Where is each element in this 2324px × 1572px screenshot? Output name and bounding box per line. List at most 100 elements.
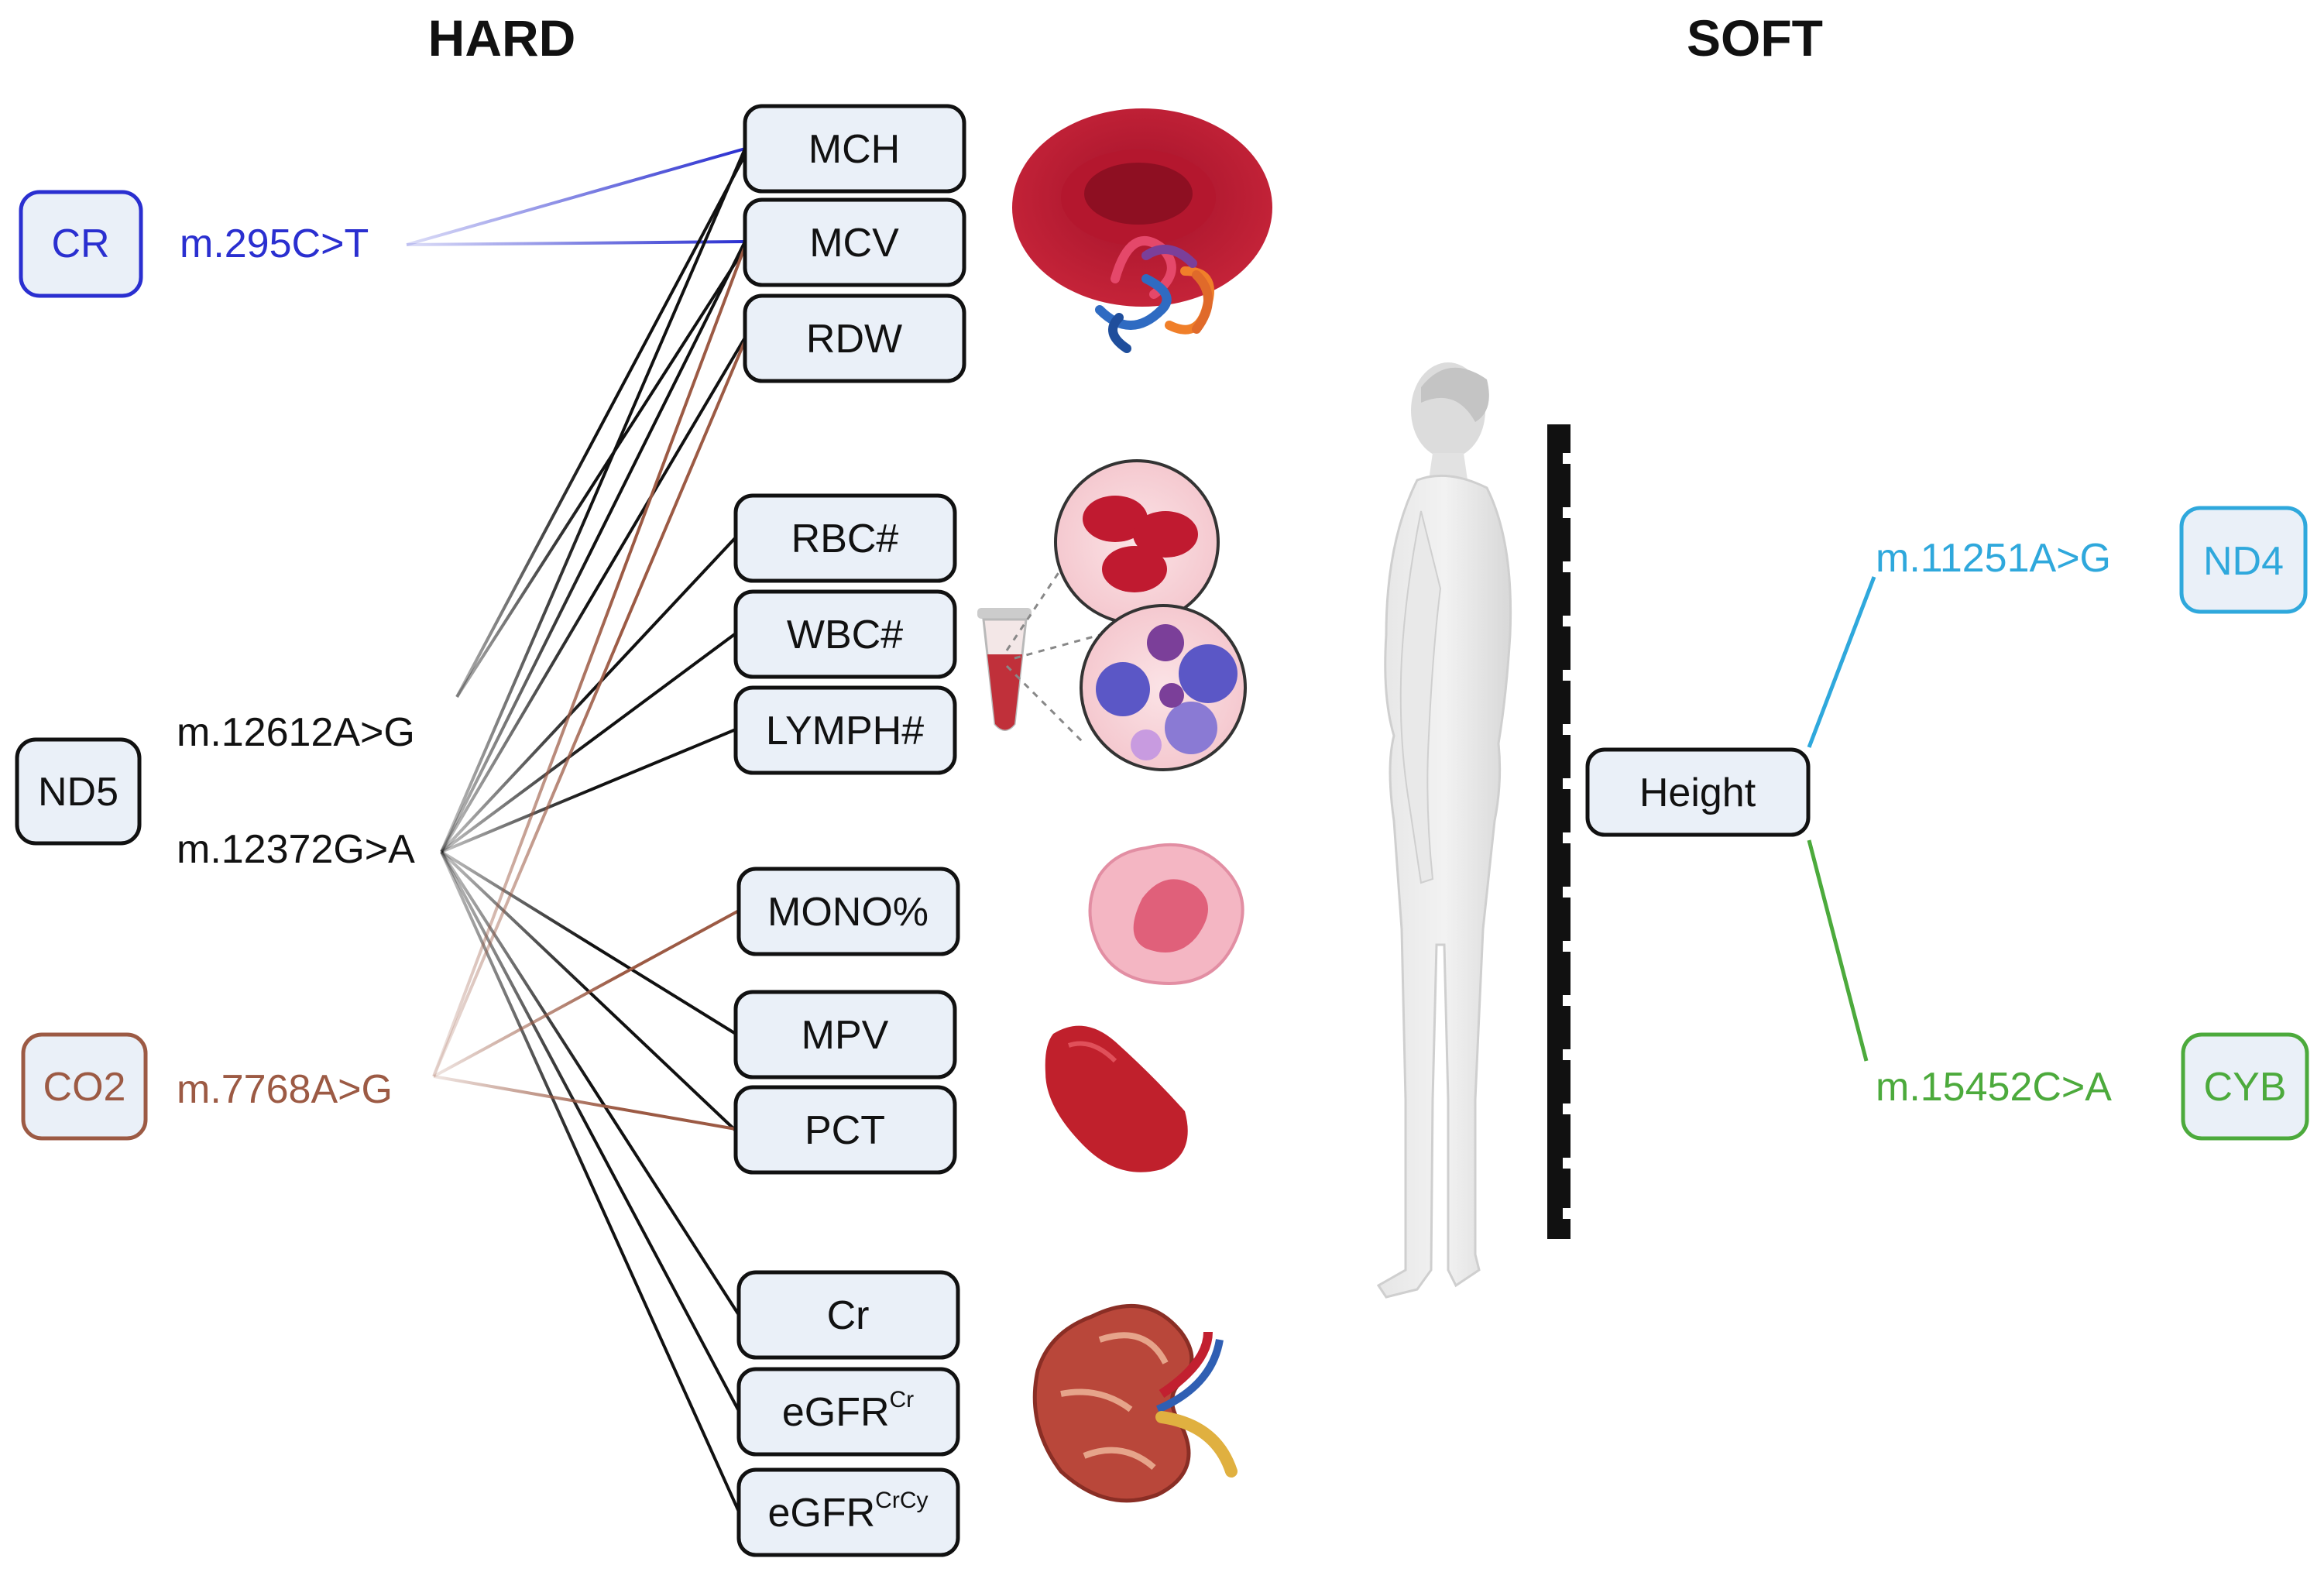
trait-pct-label: PCT <box>805 1108 885 1153</box>
human-silhouette-icon <box>1376 362 1512 1299</box>
gene-cr-box <box>19 190 143 298</box>
trait-wbc-label: WBC# <box>787 613 903 657</box>
trait-egfr-cr-base: eGFR <box>782 1390 890 1435</box>
gene-cyb-label: CYB <box>2204 1065 2287 1110</box>
link-12372-wbc <box>440 632 737 853</box>
red-blood-cell-hemoglobin-icon <box>1012 108 1272 353</box>
gene-cr-label: CR <box>51 221 109 266</box>
gene-nd4-box <box>2179 506 2308 614</box>
trait-rdw-box <box>743 293 966 383</box>
gene-nd4: ND4 <box>2179 506 2308 614</box>
link-295-mch <box>406 147 746 246</box>
gene-cyb: CYB <box>2181 1032 2309 1141</box>
link-12372-lymph <box>441 728 736 853</box>
trait-height-label: Height <box>1639 771 1756 815</box>
trait-rbc-label: RBC# <box>791 517 899 561</box>
trait-egfr-crcy: eGFRCrCy <box>736 1467 960 1557</box>
links-co2 <box>432 245 747 1131</box>
link-7768-mcv <box>432 245 747 1077</box>
gene-cyb-box <box>2181 1032 2309 1141</box>
gene-cr: CR <box>19 190 143 298</box>
trait-egfr-cr: eGFRCr <box>736 1367 960 1457</box>
monocyte-icon <box>1088 843 1244 986</box>
trait-mono-box <box>736 867 960 956</box>
trait-mch-label: MCH <box>808 127 900 172</box>
trait-egfr-cr-box <box>736 1367 960 1457</box>
variant-11251: m.11251A>G <box>1876 536 2111 581</box>
link-12612-mch <box>455 154 747 698</box>
trait-egfr-crcy-sup: CrCy <box>875 1488 928 1513</box>
variant-15452: m.15452C>A <box>1876 1065 2112 1110</box>
trait-rdw-label: RDW <box>806 317 902 362</box>
variant-295: m.295C>T <box>180 221 369 266</box>
link-12372-mcv <box>440 241 747 853</box>
trait-rdw: RDW <box>743 293 966 383</box>
variant-12612: m.12612A>G <box>177 710 415 755</box>
trait-pct-box <box>733 1085 957 1175</box>
trait-wbc: WBC# <box>733 589 957 679</box>
trait-height: Height <box>1585 747 1811 837</box>
blood-tube-icon <box>977 608 1032 731</box>
links-cr <box>406 147 746 246</box>
trait-mono: MONO% <box>736 867 960 956</box>
link-12372-mch <box>440 148 747 853</box>
trait-lymph: LYMPH# <box>733 685 957 775</box>
trait-mch: MCH <box>743 104 966 194</box>
kidney-icon <box>1032 1303 1238 1503</box>
link-12372-rdw <box>440 336 747 853</box>
trait-egfr-cr-sup: Cr <box>890 1387 915 1412</box>
gene-co2: CO2 <box>21 1032 148 1141</box>
gene-nd4-label: ND4 <box>2203 539 2284 584</box>
trait-egfr-crcy-base: eGFR <box>767 1491 875 1536</box>
trait-mpv-label: MPV <box>802 1013 889 1058</box>
trait-egfr-crcy-box <box>736 1467 960 1557</box>
gene-co2-box <box>21 1032 148 1141</box>
blood-cells-magnified-icon <box>1005 459 1247 771</box>
trait-mono-label: MONO% <box>767 890 929 935</box>
trait-cr-label: Cr <box>827 1293 870 1338</box>
links-nd5 <box>440 148 747 1512</box>
trait-lymph-label: LYMPH# <box>766 709 924 753</box>
ruler-bar <box>1547 424 1571 1239</box>
trait-lymph-box <box>733 685 957 775</box>
link-12372-egfrcrcy <box>440 851 740 1512</box>
trait-mcv-box <box>743 197 966 287</box>
variant-7768: m.7768A>G <box>177 1067 393 1112</box>
trait-mpv: MPV <box>733 990 957 1079</box>
trait-mcv-label: MCV <box>809 221 899 266</box>
link-295-mcv <box>406 240 746 246</box>
link-7768-mono <box>433 909 740 1078</box>
header-soft: SOFT <box>1687 9 1823 67</box>
gene-co2-label: CO2 <box>43 1065 126 1110</box>
trait-cr-box <box>736 1270 960 1360</box>
trait-rbc-box <box>733 493 957 583</box>
height-ruler-icon <box>1547 424 1571 1239</box>
link-12372-mpv <box>440 850 737 1035</box>
trait-mcv: MCV <box>743 197 966 287</box>
link-height-15452 <box>1807 839 1869 1062</box>
link-12372-egfrcr <box>440 851 740 1412</box>
link-7768-pct <box>433 1075 736 1131</box>
trait-egfr-cr-label: eGFRCr <box>782 1387 914 1435</box>
trait-mch-box <box>743 104 966 194</box>
trait-cr: Cr <box>736 1270 960 1360</box>
trait-height-box <box>1585 747 1811 837</box>
link-12372-cr <box>440 850 740 1316</box>
trait-mpv-box <box>733 990 957 1079</box>
link-12372-rbc <box>440 536 737 853</box>
gene-nd5-box <box>15 737 142 846</box>
trait-rbc: RBC# <box>733 493 957 583</box>
link-12612-mcv <box>455 246 747 698</box>
link-height-11251 <box>1807 576 1876 748</box>
link-7768-rdw <box>432 340 747 1077</box>
trait-egfr-crcy-label: eGFRCrCy <box>767 1488 928 1536</box>
gene-nd5-label: ND5 <box>38 770 118 815</box>
variant-12372: m.12372G>A <box>177 827 415 872</box>
platelet-icon <box>1045 1025 1188 1172</box>
gene-nd5: ND5 <box>15 737 142 846</box>
trait-pct: PCT <box>733 1085 957 1175</box>
header-hard: HARD <box>428 9 576 67</box>
ruler-ticks <box>1563 453 1571 1219</box>
trait-wbc-box <box>733 589 957 679</box>
